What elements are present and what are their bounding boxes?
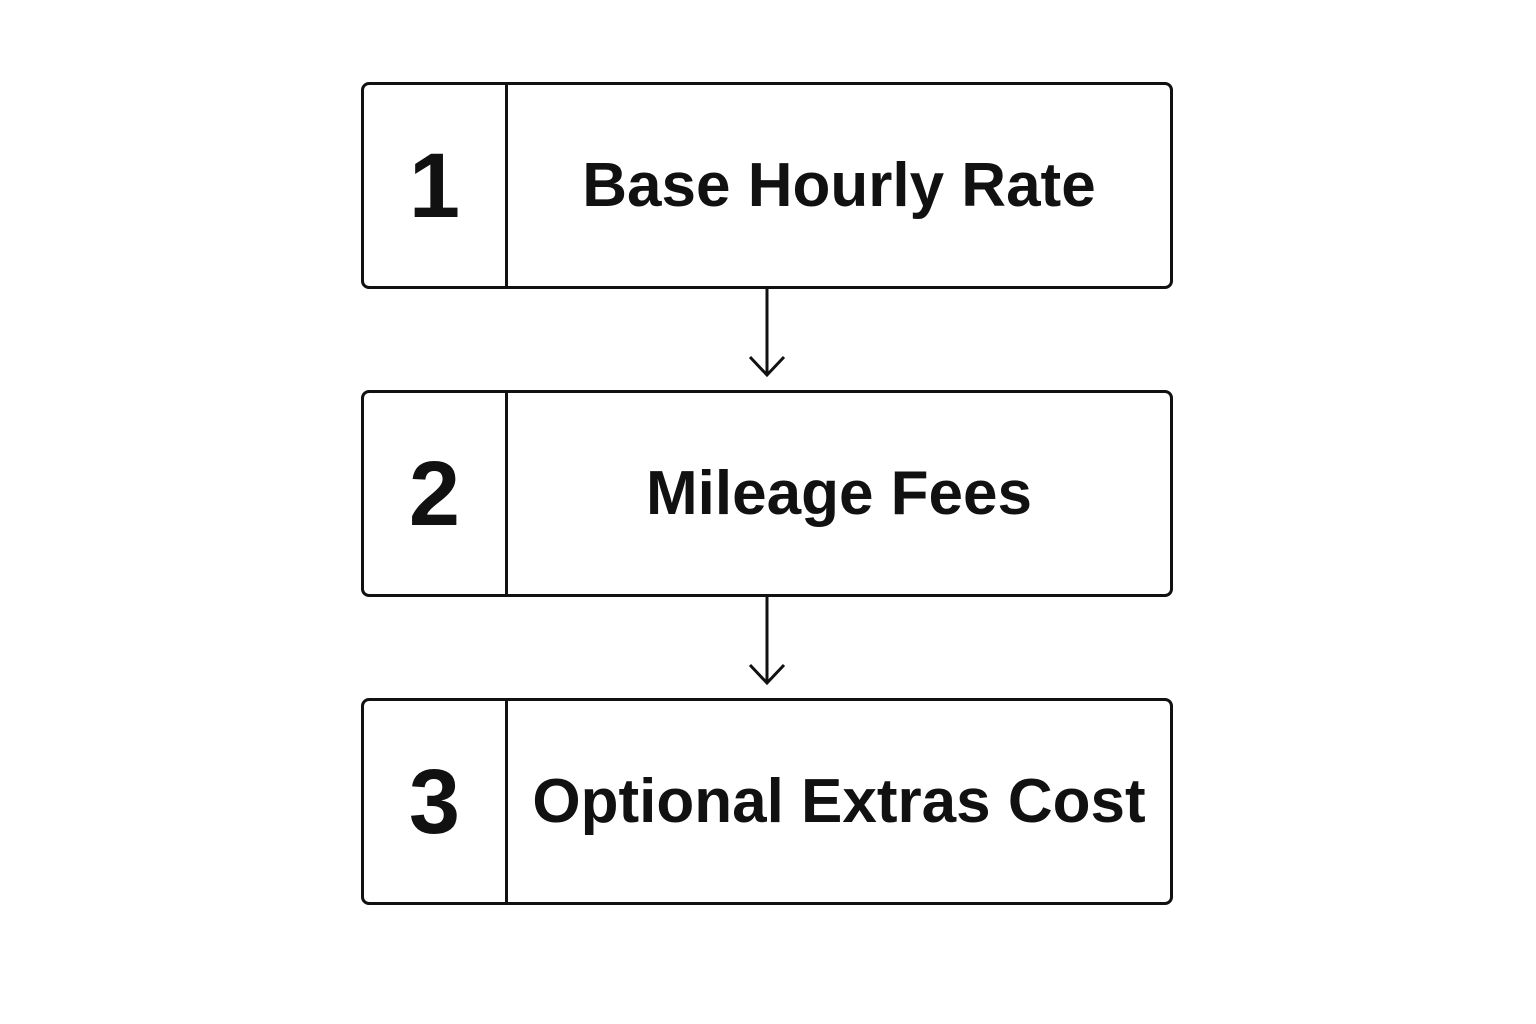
step-number: 1 [408,134,461,237]
step-label: Mileage Fees [646,458,1032,528]
step-number: 3 [408,750,461,853]
step-box-1: 1 Base Hourly Rate [361,82,1173,289]
down-arrow-icon [748,597,786,686]
step-label: Optional Extras Cost [532,766,1146,836]
step-label: Base Hourly Rate [582,150,1096,220]
step-number-cell: 1 [364,85,508,286]
down-arrow-icon [748,289,786,378]
step-label-cell: Optional Extras Cost [508,701,1170,902]
step-number-cell: 2 [364,393,508,594]
step-number: 2 [408,442,461,545]
step-label-cell: Mileage Fees [508,393,1170,594]
step-box-2: 2 Mileage Fees [361,390,1173,597]
step-box-3: 3 Optional Extras Cost [361,698,1173,905]
step-label-cell: Base Hourly Rate [508,85,1170,286]
step-number-cell: 3 [364,701,508,902]
